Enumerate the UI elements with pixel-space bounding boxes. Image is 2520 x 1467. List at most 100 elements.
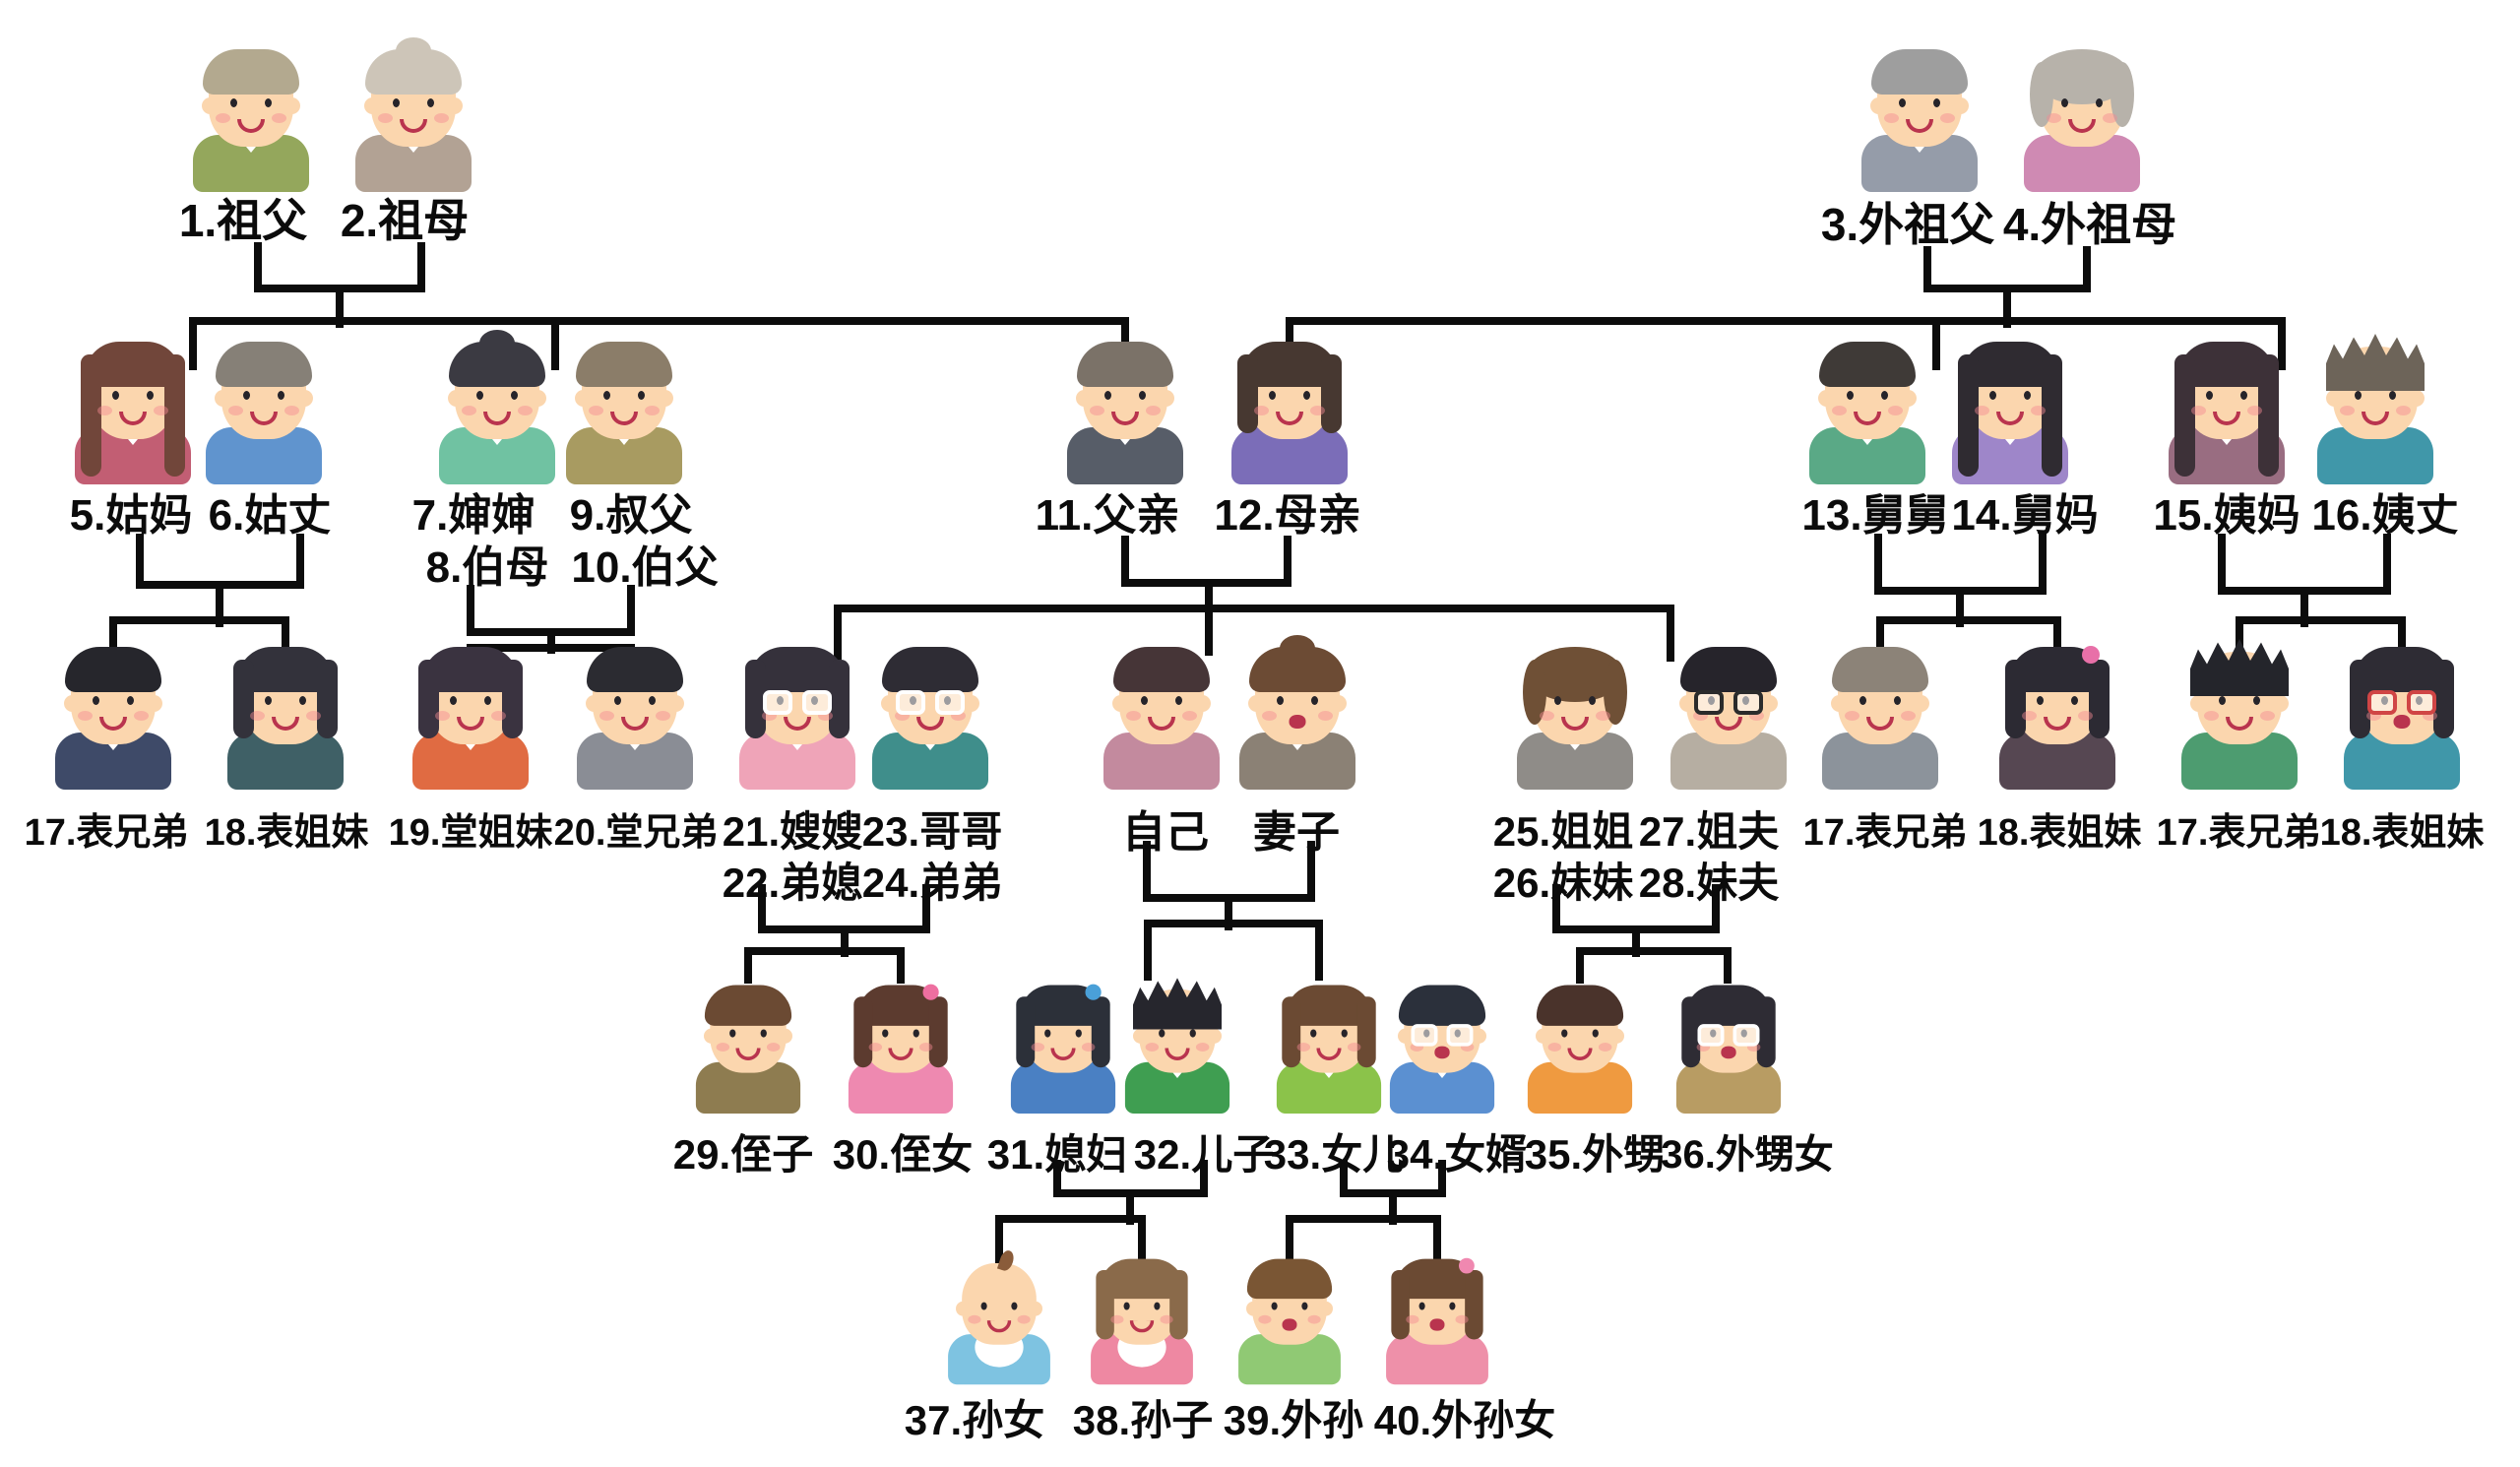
eye-icon (1044, 1029, 1051, 1038)
hair-icon (1680, 647, 1777, 692)
blush-icon (435, 711, 450, 721)
tree-connector-line (2300, 587, 2308, 627)
tree-connector-line (1144, 920, 1152, 981)
eye-icon (127, 696, 134, 705)
tree-connector-line (1286, 317, 2286, 325)
person-waisheng (1523, 985, 1638, 1114)
tree-connector-line (467, 644, 635, 652)
mouth-icon (99, 717, 127, 731)
person-biaojiemei-2 (1993, 646, 2121, 790)
tree-connector-line (189, 317, 197, 370)
person-gege (866, 647, 994, 790)
tree-connector-line (995, 1215, 1146, 1223)
blush-icon (716, 1043, 730, 1052)
mouth-icon (1129, 1320, 1155, 1333)
hair-icon (1604, 660, 1627, 725)
kinship-label: 40.外孙女 (1373, 1397, 1556, 1443)
eye-icon (1847, 391, 1854, 400)
hair-icon (2005, 660, 2026, 738)
eye-icon (638, 391, 645, 400)
head (215, 342, 313, 439)
eye-icon (1899, 98, 1906, 107)
blush-icon (1693, 711, 1708, 721)
kinship-label: 25.姐姐 (1492, 808, 1634, 855)
hair-accessory-icon (2082, 646, 2100, 664)
head (364, 37, 463, 147)
kinship-label: 6.姑丈 (208, 491, 332, 540)
eye-icon (2206, 391, 2213, 400)
person-biaoxiongdi-1 (49, 647, 177, 790)
blush-icon (2078, 711, 2093, 721)
mouth-icon (1111, 412, 1139, 425)
kinship-label: 22.弟媳 (722, 860, 863, 906)
blush-icon (1901, 711, 1916, 721)
hair-icon (2190, 639, 2289, 696)
ear-icon (575, 390, 592, 407)
hair-icon (2174, 354, 2195, 477)
blush-icon (97, 406, 112, 415)
blush-icon (968, 1314, 981, 1324)
head (81, 342, 185, 477)
head (704, 985, 792, 1073)
head (881, 647, 979, 744)
hair-icon (1832, 647, 1928, 692)
mouth-icon (1165, 1048, 1190, 1060)
blush-icon (1410, 1043, 1424, 1052)
blush-icon (2204, 711, 2219, 721)
ear-icon (2326, 390, 2343, 407)
hair-icon (1536, 985, 1624, 1026)
tree-connector-line (1286, 1215, 1441, 1223)
ear-icon (1028, 1301, 1042, 1316)
mouth-icon (250, 412, 278, 425)
blush-icon (2022, 711, 2037, 721)
blush-icon (491, 711, 506, 721)
tree-connector-line (922, 884, 930, 933)
blush-icon (78, 711, 93, 721)
eye-icon (1589, 696, 1596, 705)
person-biaoxiongdi-3 (2175, 639, 2303, 790)
hair-icon (1391, 1270, 1410, 1340)
mouth-icon (2213, 412, 2240, 425)
tree-connector-line (1632, 925, 1640, 957)
tree-connector-line (1307, 841, 1315, 902)
head (448, 330, 546, 439)
blush-icon (1254, 406, 1269, 415)
mouth-icon (1854, 412, 1881, 425)
person-shenshen (433, 330, 561, 484)
mouth-icon (272, 717, 299, 731)
blush-icon (518, 406, 533, 415)
kinship-label: 27.姐夫 (1638, 808, 1780, 855)
hair-icon (1356, 996, 1376, 1068)
eye-icon (299, 696, 306, 705)
head (586, 647, 684, 744)
head (2326, 334, 2425, 439)
blush-icon (2423, 711, 2437, 721)
eye-icon (1269, 391, 1276, 400)
tree-connector-line (2383, 534, 2391, 595)
blush-icon (1146, 406, 1161, 415)
hair-icon (2042, 354, 2062, 477)
hair-icon (2433, 660, 2454, 738)
blush-icon (1310, 406, 1325, 415)
blush-icon (766, 1043, 781, 1052)
person-jiujiu (1803, 342, 1931, 484)
tree-connector-line (1053, 1160, 1061, 1197)
tree-connector-line (1876, 616, 1884, 666)
kinship-label: 1.祖父 (178, 195, 308, 246)
ear-icon (667, 695, 684, 712)
hair-accessory-icon (922, 984, 939, 1000)
kinship-label: 29.侄子 (672, 1131, 814, 1178)
mouth-icon (916, 717, 944, 731)
glasses-icon (935, 690, 965, 715)
person-ziji (1098, 647, 1226, 790)
tree-connector-line (216, 581, 223, 627)
hair-icon (1465, 1270, 1483, 1340)
glasses-icon (2407, 690, 2436, 715)
mouth-icon (1276, 412, 1303, 425)
hair-icon (2258, 354, 2279, 477)
blush-icon (1262, 711, 1277, 721)
hair-icon (928, 996, 948, 1068)
kinship-label: 32.儿子 (1133, 1131, 1275, 1178)
hair-icon (2110, 62, 2134, 127)
ear-icon (1952, 97, 1969, 114)
